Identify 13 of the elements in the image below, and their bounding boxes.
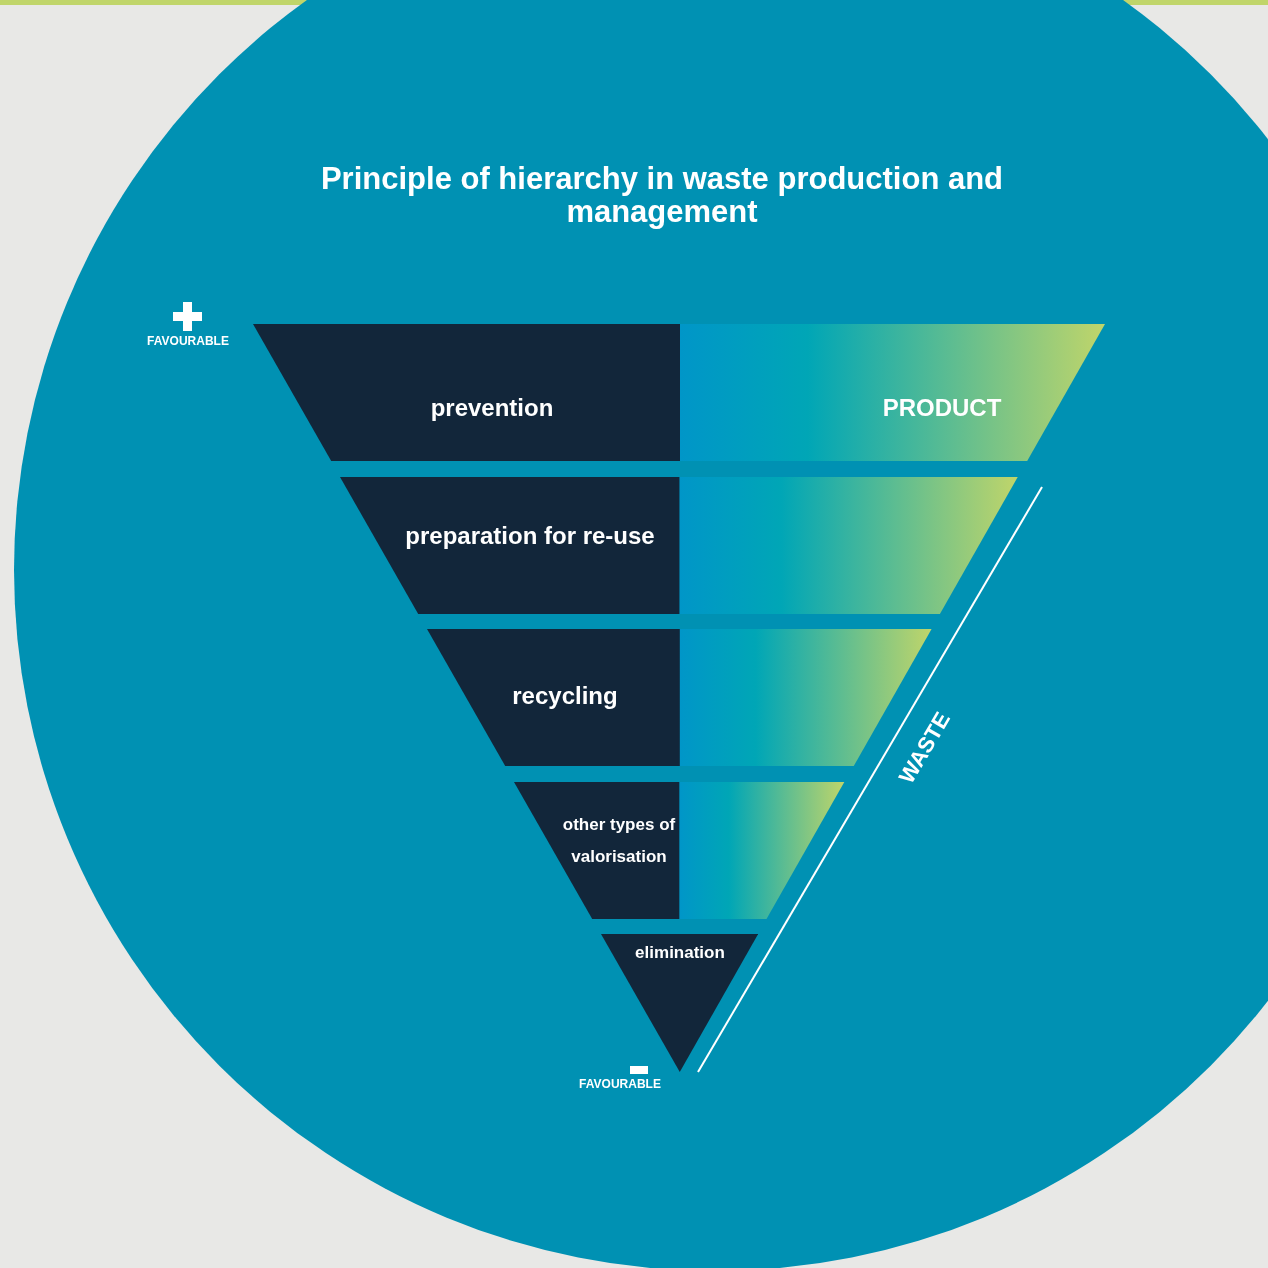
scale-label: FAVOURABLE: [578, 1076, 662, 1092]
band-label: elimination: [634, 943, 726, 963]
band-label: recycling: [511, 680, 619, 710]
title: Principle of hierarchy in waste production and management: [319, 162, 1005, 228]
band-label: preparation for re-use: [404, 520, 656, 550]
pyramid-band: [601, 934, 759, 1072]
pyramid-band: [340, 477, 1019, 614]
pyramid-band: [514, 782, 845, 919]
scale-label: FAVOURABLE: [146, 333, 230, 349]
band-label: other types of valorisation: [561, 814, 677, 868]
band-label: prevention: [429, 392, 555, 422]
band-label: PRODUCT: [881, 392, 1003, 422]
pyramid-band: [253, 324, 1105, 461]
